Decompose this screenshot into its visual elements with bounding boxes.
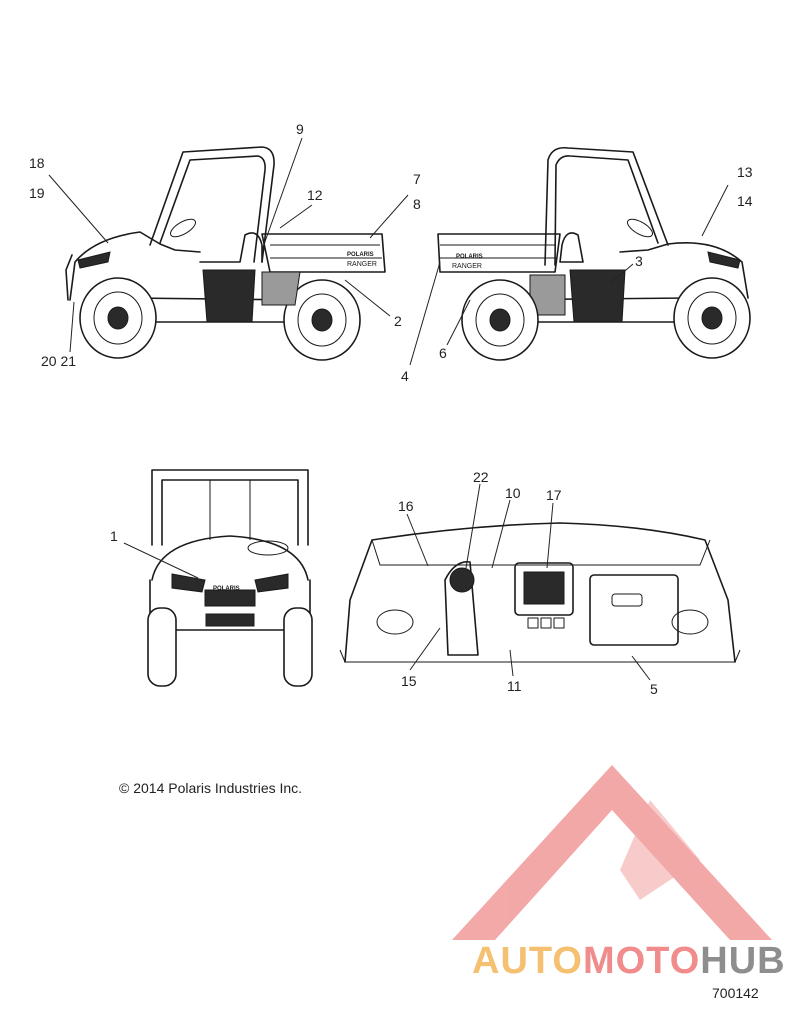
callout-2: 2 [394,313,402,329]
watermark-moto: MOTO [582,940,701,982]
callout-7: 7 [413,171,421,187]
callout-13: 13 [737,164,753,180]
bed-model-label: RANGER [452,263,482,270]
callout-3: 3 [635,253,643,269]
watermark-wordmark: AUTOMOTOHUB [472,940,786,983]
callout-17: 17 [546,487,562,503]
callout-10: 10 [505,485,521,501]
callout-18: 18 [29,155,45,171]
callout-labels: 18 19 9 12 7 8 2 20 21 13 14 3 4 6 1 22 … [29,121,753,697]
bed-brand-label: POLARIS [347,252,374,258]
grille-brand-label: POLARIS [213,586,240,592]
callout-14: 14 [737,193,753,209]
callout-12: 12 [307,187,323,203]
callout-5: 5 [650,681,658,697]
dashboard-view [339,522,741,663]
callout-9: 9 [296,121,304,137]
vehicle-left-side-view: POLARIS RANGER [65,146,386,361]
watermark-auto: AUTO [472,940,583,982]
callout-19: 19 [29,185,45,201]
callout-6: 6 [439,345,447,361]
vehicle-front-view: POLARIS [147,469,313,687]
drawing-number: 700142 [712,985,759,1001]
watermark-logo [452,765,772,940]
callout-22: 22 [473,469,489,485]
callout-20-21: 20 21 [41,353,76,369]
bed-brand-label: POLARIS [456,254,483,260]
watermark-hub: HUB [700,940,786,982]
callout-16: 16 [398,498,414,514]
copyright-notice: © 2014 Polaris Industries Inc. [119,780,303,796]
callout-15: 15 [401,673,417,689]
bed-model-label: RANGER [347,261,377,268]
callout-11: 11 [507,678,522,694]
callout-1: 1 [110,528,118,544]
vehicle-right-side-view: POLARIS RANGER [437,146,751,361]
callout-4: 4 [401,368,409,384]
leader-lines [48,137,729,681]
callout-8: 8 [413,196,421,212]
